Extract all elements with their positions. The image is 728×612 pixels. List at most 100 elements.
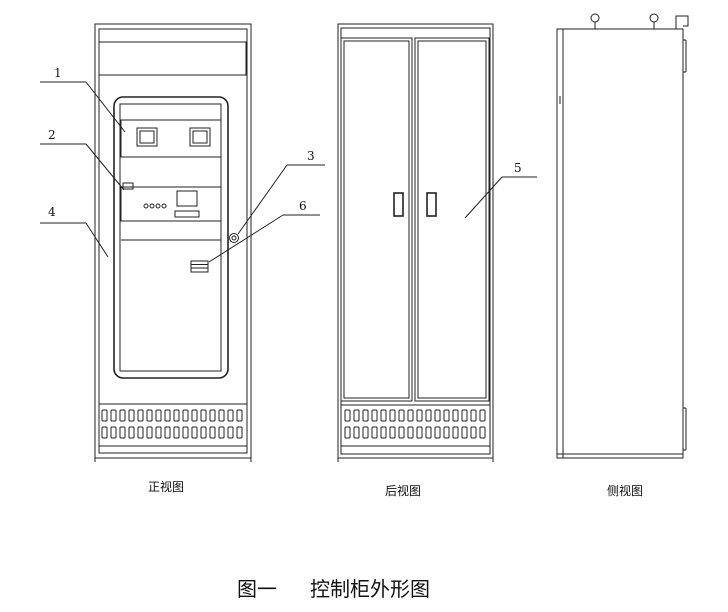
vent-slot: [173, 409, 180, 422]
back-door-left: [340, 37, 413, 402]
vent-slot: [371, 426, 378, 439]
vent-slot: [146, 426, 153, 439]
front-door: [113, 96, 229, 379]
vent-slot: [353, 426, 360, 439]
control-display: [176, 190, 198, 207]
callout-1: 1: [40, 66, 126, 133]
figure-number: 图一: [237, 577, 277, 601]
vent-slot: [218, 426, 225, 439]
callout-2: 2: [40, 128, 125, 191]
vent-slot: [344, 426, 351, 439]
vent-slot: [209, 426, 216, 439]
vent-slot: [407, 426, 414, 439]
callout-3: 3: [237, 149, 325, 235]
callout-label: 4: [48, 205, 56, 219]
vent-slot: [119, 409, 126, 422]
side-cabinet-outline: [556, 28, 684, 459]
vent-slot: [200, 409, 207, 422]
vent-slot: [128, 409, 135, 422]
vent-slot: [443, 409, 450, 422]
vent-slot: [191, 409, 198, 422]
door-handle: [190, 260, 209, 273]
back-vent-grille: [344, 409, 486, 439]
vent-slot: [479, 409, 486, 422]
door-lock: [229, 233, 239, 243]
vent-slot: [209, 409, 216, 422]
vent-slot: [434, 426, 441, 439]
vent-slot: [128, 426, 135, 439]
vent-slot: [452, 426, 459, 439]
vent-slot: [434, 409, 441, 422]
vent-slot: [101, 426, 108, 439]
front-top-panel: [98, 41, 247, 76]
vent-slot: [236, 426, 243, 439]
callout-5: 5: [464, 161, 537, 219]
meter-panel: [120, 119, 222, 158]
callout-4: 4: [40, 205, 109, 258]
back-handle-left: [393, 192, 404, 217]
vent-slot: [182, 426, 189, 439]
vent-slot: [236, 409, 243, 422]
back-handle-right: [426, 192, 437, 217]
vent-slot: [227, 409, 234, 422]
vent-slot: [146, 409, 153, 422]
front-view-label: 正视图: [148, 479, 184, 494]
vent-slot: [110, 426, 117, 439]
vent-slot: [218, 409, 225, 422]
back-view-label: 后视图: [385, 483, 421, 498]
callout-label: 5: [514, 161, 522, 175]
figure-caption: 控制柜外形图: [310, 577, 430, 601]
side-view-label: 侧视图: [607, 483, 643, 498]
top-hook: [675, 15, 689, 29]
callout-label: 6: [299, 199, 307, 213]
back-view: [337, 23, 494, 462]
back-cabinet-outline: [337, 23, 494, 459]
vent-slot: [443, 426, 450, 439]
vent-slot: [425, 409, 432, 422]
lifting-eye-left: [590, 13, 600, 29]
side-view: [556, 13, 689, 459]
vent-slot: [344, 409, 351, 422]
vent-slot: [164, 409, 171, 422]
vent-slot: [362, 409, 369, 422]
back-door-right: [414, 37, 490, 402]
vent-slot: [110, 409, 117, 422]
vent-slot: [119, 426, 126, 439]
vent-slot: [353, 409, 360, 422]
callout-label: 1: [54, 66, 62, 80]
vent-slot: [425, 426, 432, 439]
vent-slot: [398, 409, 405, 422]
vent-slot: [470, 409, 477, 422]
vent-slot: [173, 426, 180, 439]
vent-slot: [155, 409, 162, 422]
callout-label: 3: [307, 149, 315, 163]
vent-slot: [470, 426, 477, 439]
vent-slot: [380, 426, 387, 439]
vent-slot: [155, 426, 162, 439]
vent-slot: [380, 409, 387, 422]
vent-slot: [452, 409, 459, 422]
vent-slot: [416, 426, 423, 439]
vent-slot: [389, 426, 396, 439]
meter-left: [136, 127, 158, 147]
vent-slot: [398, 426, 405, 439]
vent-slot: [137, 409, 144, 422]
vent-slot: [362, 426, 369, 439]
callout-label: 2: [48, 128, 56, 142]
callout-6: 6: [208, 199, 320, 263]
vent-slot: [182, 409, 189, 422]
vent-slot: [164, 426, 171, 439]
lifting-eye-right: [649, 13, 659, 29]
vent-slot: [371, 409, 378, 422]
vent-slot: [389, 409, 396, 422]
vent-slot: [407, 409, 414, 422]
vent-slot: [416, 409, 423, 422]
vent-slot: [200, 426, 207, 439]
vent-slot: [227, 426, 234, 439]
vent-slot: [137, 426, 144, 439]
vent-slot: [101, 409, 108, 422]
vent-slot: [479, 426, 486, 439]
front-view: [94, 23, 252, 462]
meter-right: [189, 127, 211, 147]
